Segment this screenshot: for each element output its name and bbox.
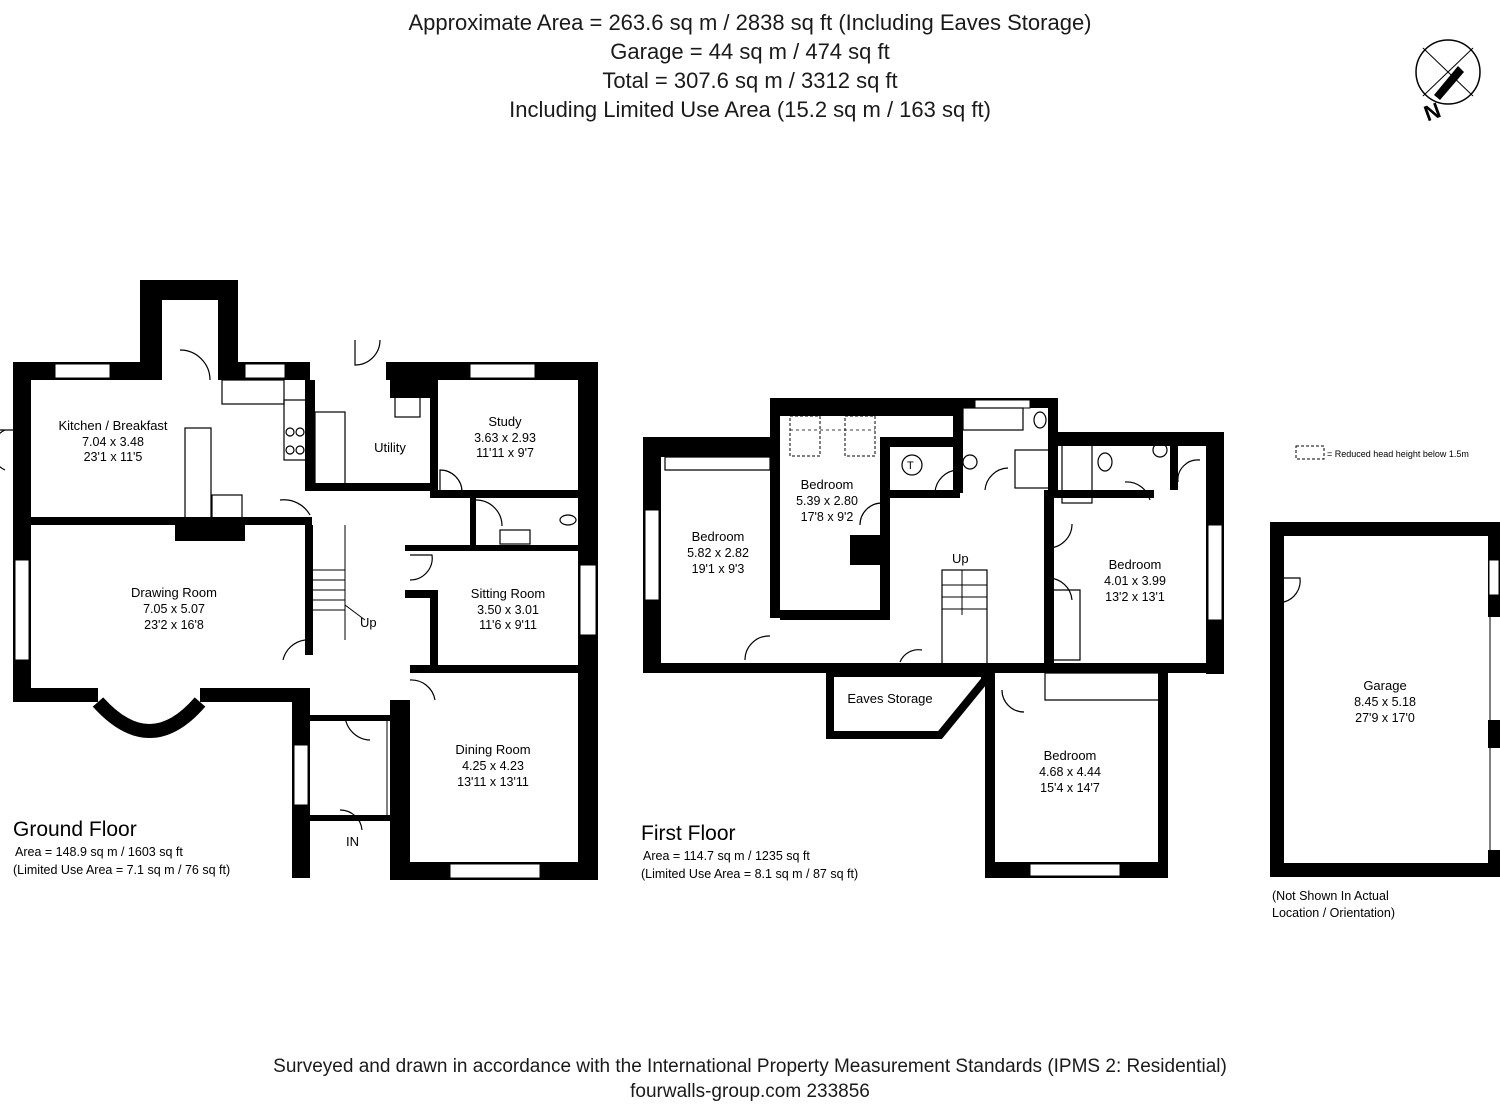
garage-metric: 8.45 x 5.18 bbox=[1354, 695, 1416, 709]
compass-north-label: N bbox=[1421, 97, 1444, 126]
dining-imperial: 13'11 x 13'11 bbox=[457, 775, 529, 789]
garage-plan bbox=[1270, 522, 1500, 877]
bed1-imperial: 19'1 x 9'3 bbox=[692, 562, 745, 576]
bed1-name: Bedroom bbox=[692, 529, 745, 544]
legend: = Reduced head height below 1.5m bbox=[1295, 445, 1469, 460]
garage-area-line: Garage = 44 sq m / 474 sq ft bbox=[610, 39, 890, 64]
study-imperial: 11'11 x 9'7 bbox=[476, 446, 534, 460]
first-floor-stairs bbox=[941, 569, 988, 666]
footer-reference: fourwalls-group.com 233856 bbox=[630, 1081, 870, 1102]
first-floor-area: Area = 114.7 sq m / 1235 sq ft bbox=[643, 849, 810, 863]
bed3-name: Bedroom bbox=[1109, 557, 1162, 572]
drawing-imperial: 23'2 x 16'8 bbox=[144, 618, 204, 632]
header: Approximate Area = 263.6 sq m / 2838 sq … bbox=[0, 8, 1500, 124]
limited-use-line: Including Limited Use Area (15.2 sq m / … bbox=[509, 97, 991, 122]
sitting-imperial: 11'6 x 9'11 bbox=[479, 618, 537, 632]
bed4-imperial: 15'4 x 14'7 bbox=[1040, 781, 1100, 795]
dining-metric: 4.25 x 4.23 bbox=[462, 759, 524, 773]
ground-floor-limited: (Limited Use Area = 7.1 sq m / 76 sq ft) bbox=[13, 863, 230, 877]
utility-name: Utility bbox=[374, 440, 406, 455]
ground-floor-area: Area = 148.9 sq m / 1603 sq ft bbox=[15, 845, 183, 859]
total-area-line: Approximate Area = 263.6 sq m / 2838 sq … bbox=[408, 10, 1092, 35]
kitchen-metric: 7.04 x 3.48 bbox=[82, 435, 144, 449]
garage-note-2: Location / Orientation) bbox=[1272, 906, 1395, 920]
total-line: Total = 307.6 sq m / 3312 sq ft bbox=[602, 68, 898, 93]
garage-name: Garage bbox=[1363, 678, 1406, 693]
first-floor-title: First Floor bbox=[641, 822, 736, 845]
footer-standards: Surveyed and drawn in accordance with th… bbox=[273, 1056, 1227, 1077]
bed4-metric: 4.68 x 4.44 bbox=[1039, 765, 1101, 779]
bed2-name: Bedroom bbox=[801, 477, 854, 492]
bed4-name: Bedroom bbox=[1044, 748, 1097, 763]
legend-text: = Reduced head height below 1.5m bbox=[1327, 449, 1469, 459]
garage-note-1: (Not Shown In Actual bbox=[1272, 889, 1389, 903]
eaves-name: Eaves Storage bbox=[847, 691, 932, 706]
ground-floor-plan bbox=[0, 280, 598, 880]
entrance-label: IN bbox=[346, 834, 359, 849]
study-metric: 3.63 x 2.93 bbox=[474, 431, 536, 445]
first-up-label: Up bbox=[952, 551, 969, 566]
kitchen-imperial: 23'1 x 11'5 bbox=[84, 450, 143, 464]
drawing-name: Drawing Room bbox=[131, 585, 217, 600]
ground-floor-title: Ground Floor bbox=[13, 818, 137, 841]
garage-imperial: 27'9 x 17'0 bbox=[1355, 711, 1415, 725]
drawing-metric: 7.05 x 5.07 bbox=[143, 602, 205, 616]
bed1-metric: 5.82 x 2.82 bbox=[687, 546, 749, 560]
bed2-metric: 5.39 x 2.80 bbox=[796, 494, 858, 508]
dining-name: Dining Room bbox=[455, 742, 530, 757]
ground-up-label: Up bbox=[360, 615, 377, 630]
compass-icon: N bbox=[1415, 39, 1481, 126]
sitting-name: Sitting Room bbox=[471, 586, 545, 601]
bed3-metric: 4.01 x 3.99 bbox=[1104, 574, 1166, 588]
first-floor-limited: (Limited Use Area = 8.1 sq m / 87 sq ft) bbox=[641, 867, 858, 881]
bed3-imperial: 13'2 x 13'1 bbox=[1105, 590, 1165, 604]
sitting-metric: 3.50 x 3.01 bbox=[477, 603, 539, 617]
bed2-imperial: 17'8 x 9'2 bbox=[801, 510, 854, 524]
first-floor-plan bbox=[643, 398, 1224, 878]
study-name: Study bbox=[488, 414, 522, 429]
kitchen-name: Kitchen / Breakfast bbox=[58, 418, 167, 433]
tank-label: T bbox=[907, 460, 914, 472]
footer: Surveyed and drawn in accordance with th… bbox=[0, 1054, 1500, 1104]
ground-stairs bbox=[313, 525, 366, 640]
